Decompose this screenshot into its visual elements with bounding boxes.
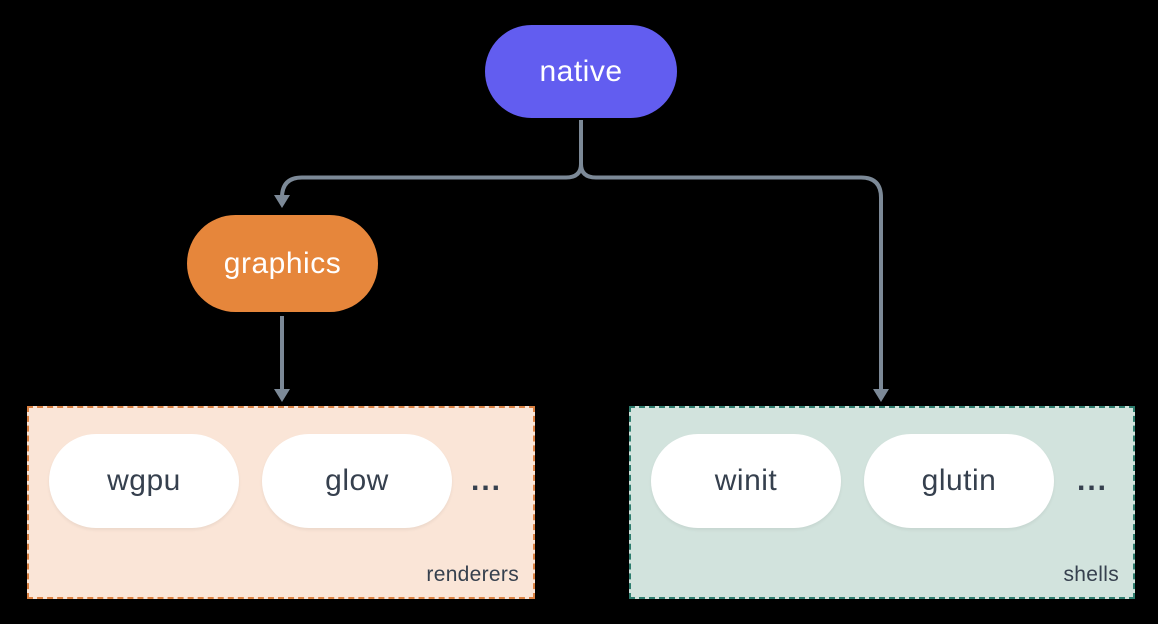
- arrowhead-to-renderers: [274, 389, 290, 402]
- node-native: native: [485, 25, 677, 118]
- arrowhead-to-shells: [873, 389, 889, 402]
- node-winit: winit: [651, 434, 841, 528]
- group-renderers: wgpu glow ... renderers: [27, 406, 535, 599]
- node-glow: glow: [262, 434, 452, 528]
- ellipsis-renderers: ...: [471, 464, 503, 497]
- edge-native-graphics: [280, 120, 583, 198]
- node-graphics: graphics: [187, 215, 378, 312]
- edge-native-shells: [579, 120, 883, 390]
- group-label-shells: shells: [1063, 563, 1119, 586]
- arrowhead-to-graphics: [274, 195, 290, 208]
- node-wgpu: wgpu: [49, 434, 239, 528]
- group-shells: winit glutin ... shells: [629, 406, 1135, 599]
- group-label-renderers: renderers: [426, 563, 519, 586]
- ellipsis-shells: ...: [1077, 464, 1109, 497]
- node-glutin: glutin: [864, 434, 1054, 528]
